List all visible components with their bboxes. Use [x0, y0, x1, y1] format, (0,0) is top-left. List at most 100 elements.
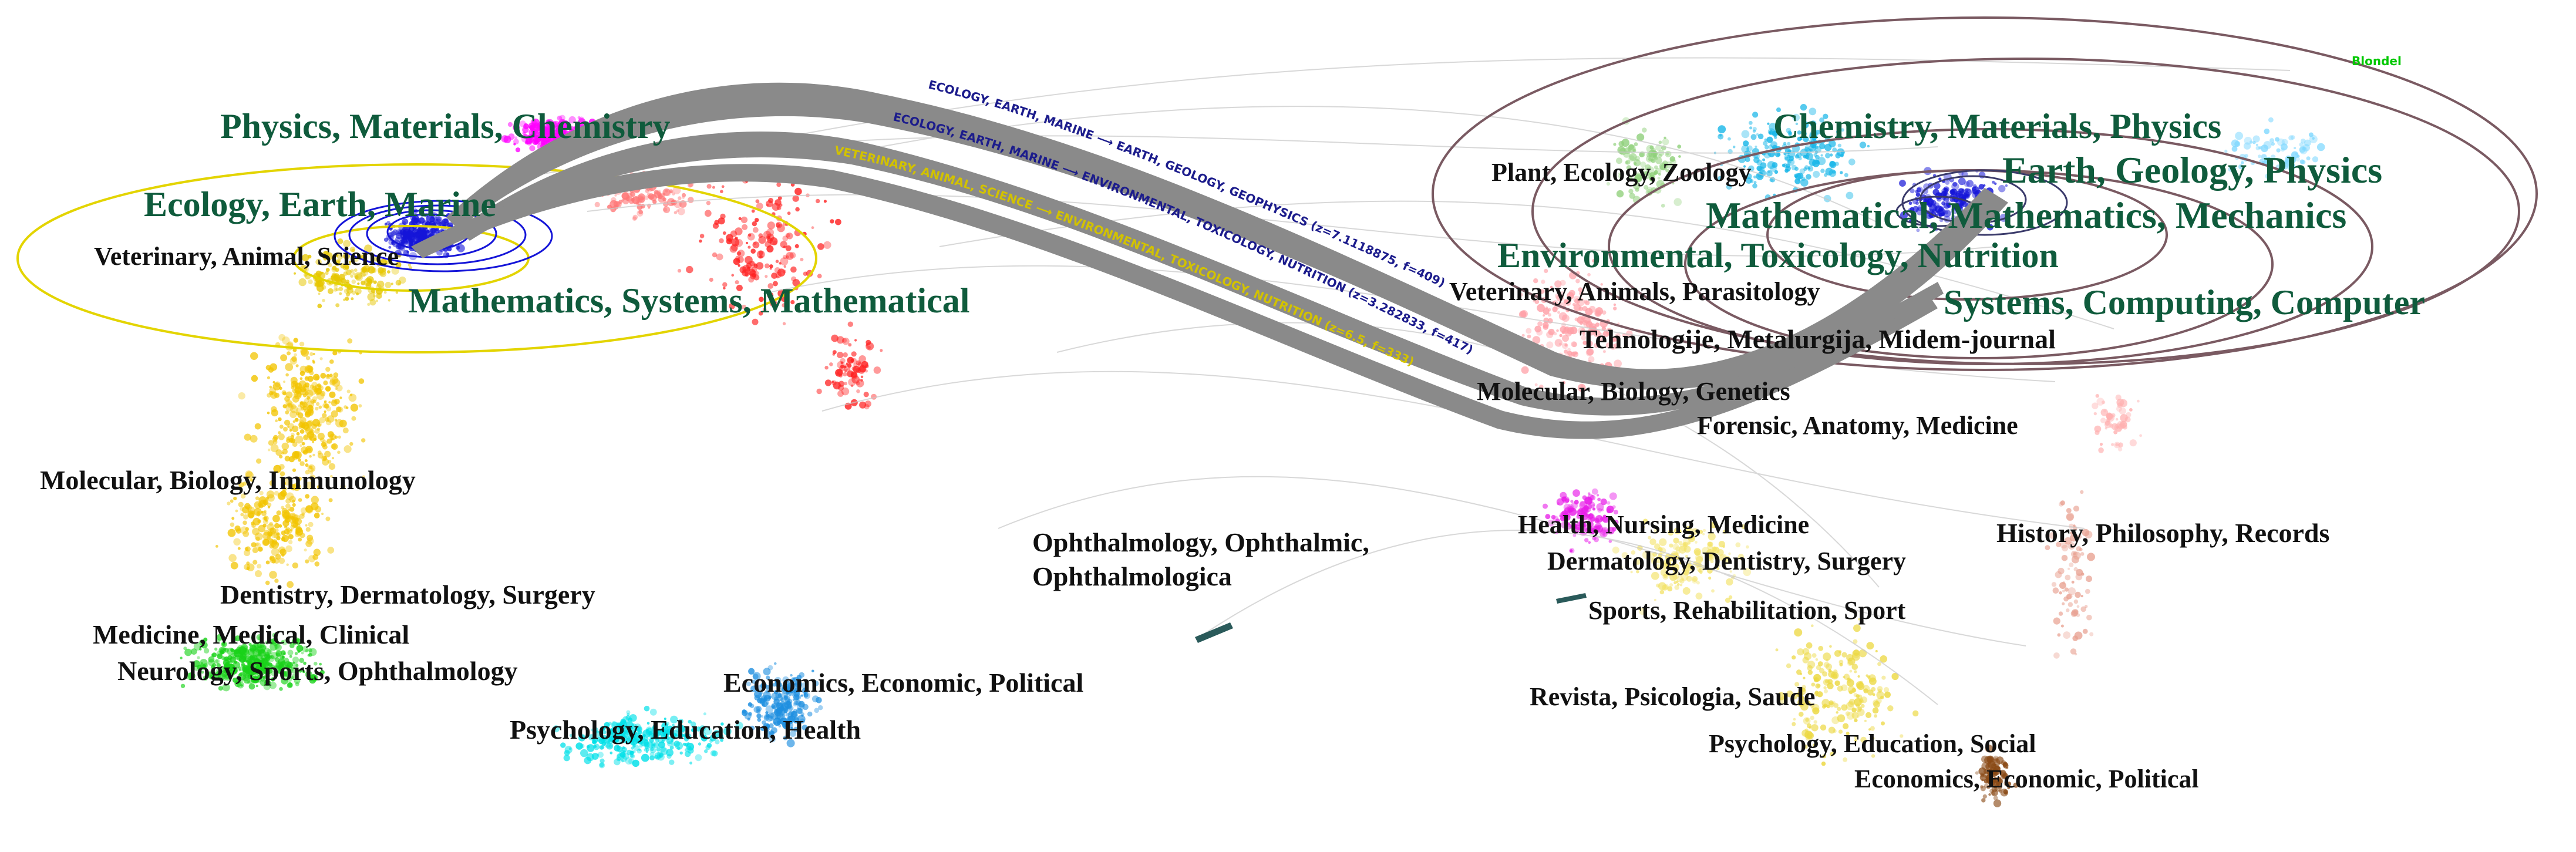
scatter-dot	[765, 705, 774, 713]
scatter-dot	[316, 422, 322, 427]
scatter-dot	[843, 352, 848, 358]
scatter-dot	[255, 570, 262, 577]
scatter-dot	[712, 223, 719, 229]
scatter-dot	[291, 439, 295, 443]
scatter-dot	[667, 741, 673, 747]
scatter-dot	[318, 292, 321, 295]
scatter-dot	[245, 546, 251, 552]
scatter-dot	[362, 475, 365, 479]
scatter-dot	[843, 368, 848, 372]
scatter-dot	[706, 184, 712, 189]
scatter-dot	[237, 547, 241, 550]
scatter-dot	[279, 454, 283, 459]
scatter-dot	[755, 199, 760, 204]
scatter-dot	[265, 580, 270, 585]
scatter-dot	[866, 344, 869, 347]
scatter-dot	[359, 271, 362, 274]
scatter-dot	[275, 449, 282, 456]
scatter-dot	[785, 255, 789, 259]
scatter-dot	[216, 663, 221, 668]
scatter-dot	[769, 723, 774, 729]
scatter-dot	[314, 662, 318, 666]
scatter-dot	[601, 741, 607, 746]
scatter-dot	[262, 676, 265, 679]
scatter-dot	[326, 261, 331, 265]
scatter-dot	[336, 253, 344, 260]
scatter-dot	[294, 678, 301, 684]
scatter-dot	[197, 656, 200, 659]
scatter-dot	[274, 657, 280, 662]
scatter-dot	[288, 540, 293, 544]
scatter-dot	[329, 391, 336, 398]
cluster-label: Psychology, Education, Health	[510, 715, 861, 745]
scatter-dot	[756, 250, 765, 259]
scatter-dot	[343, 240, 351, 248]
scatter-dot	[252, 547, 258, 554]
scatter-dot	[308, 279, 313, 285]
scatter-dot	[818, 705, 823, 710]
scatter-dot	[503, 135, 511, 143]
scatter-dot	[334, 261, 340, 267]
scatter-dot	[180, 656, 183, 659]
scatter-dot	[387, 270, 390, 274]
scatter-dot	[851, 375, 860, 384]
scatter-dot	[368, 266, 375, 274]
scatter-dot	[270, 664, 275, 669]
cluster-label: Dentistry, Dermatology, Surgery	[220, 580, 595, 609]
scatter-dot	[250, 668, 254, 672]
scatter-dot	[756, 262, 764, 270]
scatter-dot	[312, 359, 315, 362]
scatter-dot	[261, 510, 264, 514]
cluster-label: Psychology, Education, Social	[1709, 729, 2036, 758]
scatter-dot	[278, 334, 285, 341]
scatter-dot	[266, 490, 275, 499]
scatter-dot	[295, 411, 300, 416]
scatter-dot	[847, 367, 851, 371]
scatter-dot	[285, 403, 294, 412]
scatter-dot	[772, 281, 778, 287]
scatter-dot	[814, 708, 819, 713]
scatter-dot	[305, 470, 310, 474]
scatter-dot	[272, 539, 278, 545]
scatter-dot	[783, 255, 787, 260]
scatter-dot	[704, 749, 708, 753]
scatter-dot	[756, 203, 763, 210]
scatter-dot	[199, 664, 206, 670]
scatter-dot	[860, 379, 863, 382]
scatter-dot	[305, 494, 310, 499]
scatter-dot	[305, 426, 313, 435]
scatter-dot	[271, 678, 275, 682]
scatter-dot	[305, 376, 309, 380]
scatter-dot	[706, 743, 712, 748]
scatter-dot	[258, 636, 262, 641]
scatter-dot	[775, 676, 782, 684]
scatter-dot	[379, 269, 384, 274]
scatter-dot	[346, 389, 351, 393]
scatter-dot	[287, 402, 292, 408]
scatter-dot	[327, 288, 334, 294]
scatter-dot	[403, 233, 411, 240]
scatter-dot	[267, 506, 271, 508]
scatter-dot	[351, 279, 356, 284]
scatter-dot	[813, 681, 819, 686]
scatter-dot	[308, 405, 313, 409]
scatter-dot	[553, 725, 560, 733]
scatter-dot	[282, 486, 287, 491]
scatter-dot	[351, 297, 354, 301]
cluster-label: Chemistry, Materials, Physics	[1773, 107, 2222, 146]
scatter-dot	[649, 737, 654, 743]
scatter-dot	[344, 264, 349, 270]
scatter-dot	[244, 503, 251, 510]
scatter-dot	[324, 403, 329, 409]
scatter-dot	[345, 297, 349, 301]
scatter-dot	[287, 649, 294, 656]
scatter-dot	[555, 127, 560, 132]
scatter-dot	[775, 682, 782, 688]
scatter-dot	[230, 561, 238, 570]
scatter-dot	[262, 517, 266, 521]
scatter-dot	[345, 406, 349, 409]
scatter-dot	[763, 308, 767, 312]
scatter-dot	[842, 338, 850, 345]
scatter-dot	[390, 231, 396, 237]
scatter-dot	[251, 675, 259, 683]
